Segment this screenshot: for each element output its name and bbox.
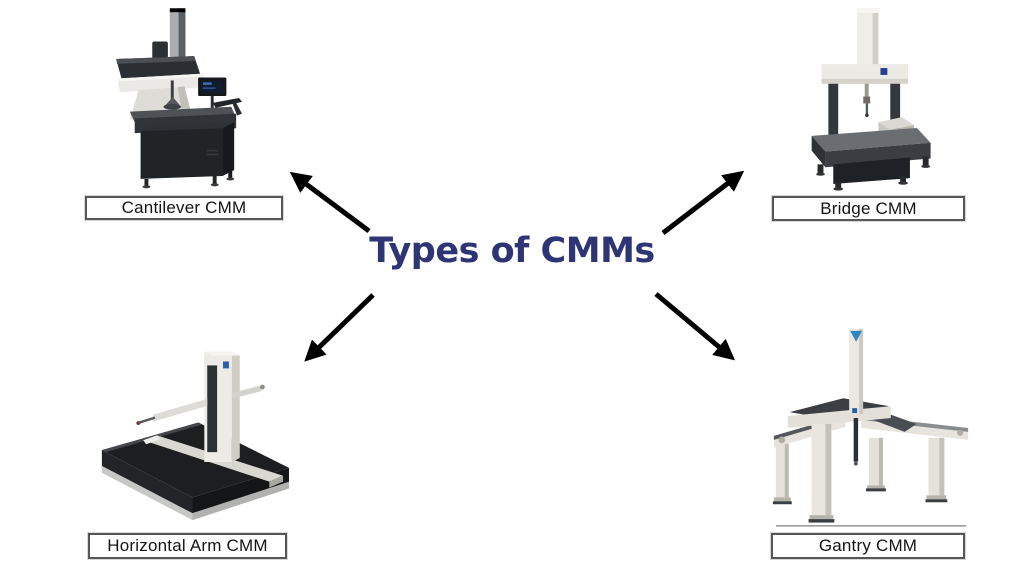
- horizontal-arm-cmm-label: Horizontal Arm CMM: [87, 532, 288, 560]
- cantilever-cmm-label-text: Cantilever CMM: [121, 198, 247, 217]
- gantry-cmm-label: Gantry CMM: [770, 532, 966, 560]
- arrow-to-cantilever: [289, 171, 371, 234]
- diagram-title: Types of CMMs: [369, 231, 655, 271]
- bridge-cmm-label: Bridge CMM: [771, 195, 966, 222]
- horizontal-arm-cmm-illustration: [88, 328, 295, 525]
- gantry-cmm-label-text: Gantry CMM: [818, 536, 918, 555]
- bridge-cmm-label-text: Bridge CMM: [820, 198, 917, 218]
- horizontal-arm-cmm-label-text: Horizontal Arm CMM: [107, 536, 268, 555]
- arrow-to-bridge: [661, 170, 745, 235]
- bridge-cmm-illustration: [792, 3, 964, 195]
- cantilever-cmm-label: Cantilever CMM: [84, 195, 284, 221]
- cantilever-cmm-illustration: [85, 2, 280, 194]
- gantry-cmm-illustration: [762, 313, 980, 531]
- arrow-to-gantry: [654, 292, 736, 361]
- arrow-to-horizontal-arm: [304, 293, 375, 362]
